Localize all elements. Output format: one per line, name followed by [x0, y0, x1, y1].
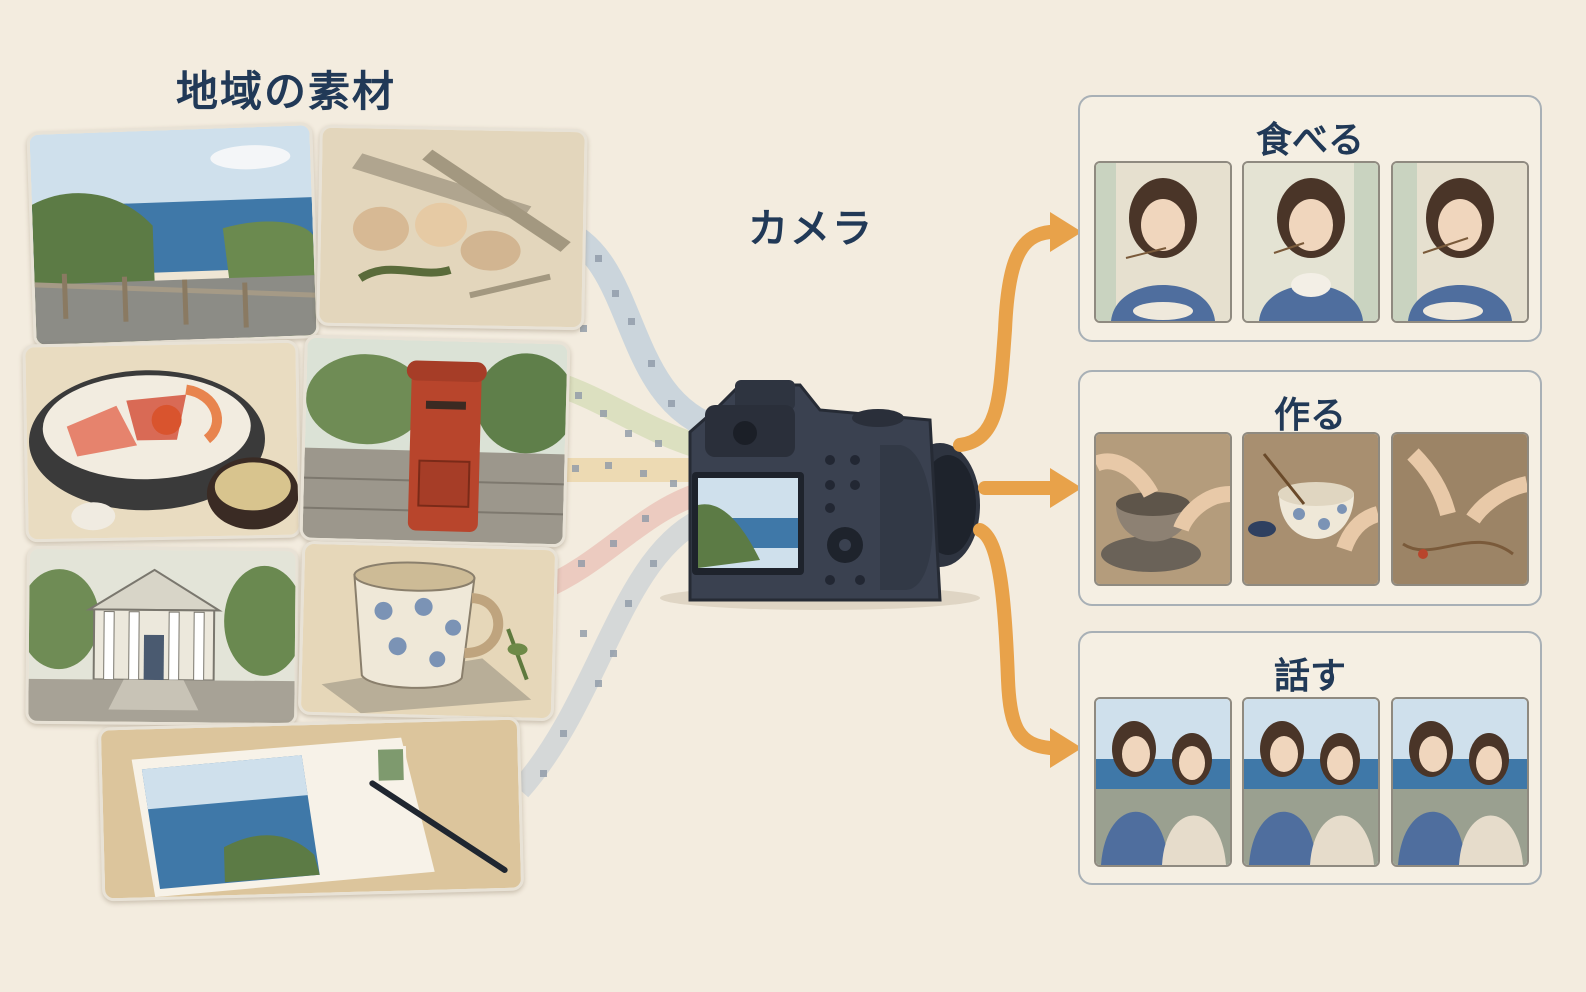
seafood-bowl-illustration	[25, 342, 299, 540]
panel-make: 作る	[1078, 370, 1542, 606]
material-card-postcard	[97, 716, 525, 902]
material-card-cup	[297, 540, 559, 722]
cup-illustration	[300, 543, 556, 719]
building-illustration	[28, 548, 296, 724]
panel-label-eat: 食べる	[1255, 120, 1364, 161]
postcard-illustration	[100, 719, 522, 899]
material-card-seafood-bowl	[22, 339, 302, 543]
panel-eat: 食べる	[1078, 95, 1542, 342]
scene-eat-1	[1094, 161, 1232, 323]
postbox-illustration	[302, 337, 568, 545]
scene-talk-2	[1242, 697, 1380, 867]
scene-make-1	[1094, 432, 1232, 586]
arrow-head-make	[1050, 468, 1082, 508]
camera-title: カメラ	[748, 206, 874, 252]
material-card-postbox	[299, 334, 571, 548]
arrow-head-talk	[1050, 728, 1082, 768]
material-card-driftwood	[316, 124, 588, 331]
panel-talk: 話す	[1078, 631, 1542, 885]
scene-talk-3	[1391, 697, 1529, 867]
material-card-coastline	[26, 122, 320, 348]
scene-eat-2	[1242, 161, 1380, 323]
panel-label-make: 作る	[1273, 395, 1346, 436]
scene-make-3	[1391, 432, 1529, 586]
arrow-head-eat	[1050, 212, 1082, 252]
panel-label-talk: 話す	[1273, 656, 1346, 697]
material-card-building	[25, 545, 299, 727]
coastline-illustration	[29, 125, 317, 345]
scene-eat-3	[1391, 161, 1529, 323]
scene-make-2	[1242, 432, 1380, 586]
driftwood-illustration	[319, 127, 585, 328]
scene-talk-1	[1094, 697, 1232, 867]
materials-title: 地域の素材	[176, 67, 397, 116]
